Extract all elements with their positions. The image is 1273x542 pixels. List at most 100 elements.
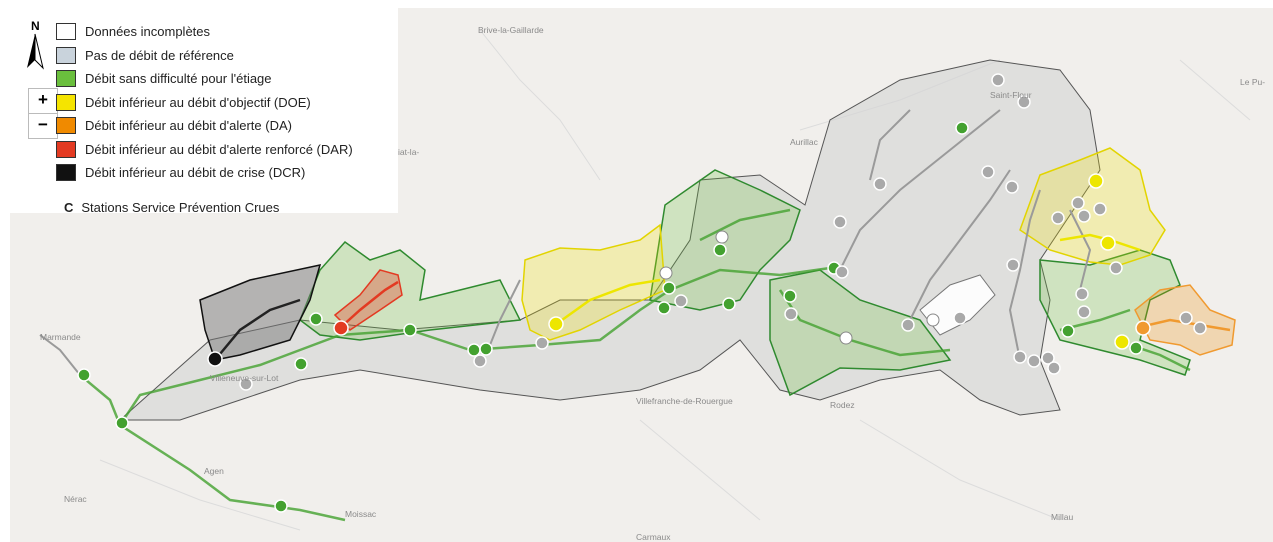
- station-no-reference[interactable]: [1047, 361, 1061, 375]
- station-dcr[interactable]: [207, 351, 223, 367]
- basin-ok-east[interactable]: [769, 269, 952, 397]
- place-label: Saint-Flour: [990, 90, 1032, 100]
- legend-item: Pas de débit de référence: [56, 44, 353, 68]
- legend-swatch: [56, 93, 76, 111]
- station-ok[interactable]: [274, 499, 288, 513]
- place-label: Rodez: [830, 400, 855, 410]
- place-label: Le Pu-: [1240, 77, 1265, 87]
- station-ok[interactable]: [115, 416, 129, 430]
- map-canvas[interactable]: Brive-la-Gaillarde Aurillac Saint-Flour …: [10, 8, 1273, 542]
- place-label: Agen: [204, 466, 224, 476]
- station-no-reference[interactable]: [1051, 211, 1065, 225]
- station-no-reference[interactable]: [784, 307, 798, 321]
- station-no-reference[interactable]: [1013, 350, 1027, 364]
- station-incomplete[interactable]: [715, 230, 729, 244]
- station-no-reference[interactable]: [239, 377, 253, 391]
- legend-label: Données incomplètes: [85, 24, 211, 40]
- legend-item: Débit inférieur au débit d'alerte renfor…: [56, 138, 353, 162]
- station-no-reference[interactable]: [674, 294, 688, 308]
- station-doe[interactable]: [548, 316, 564, 332]
- station-no-reference[interactable]: [873, 177, 887, 191]
- legend-label: Débit inférieur au débit d'alerte (DA): [85, 118, 292, 134]
- station-no-reference[interactable]: [1093, 202, 1107, 216]
- station-no-reference[interactable]: [1006, 258, 1020, 272]
- place-label: Aurillac: [790, 137, 819, 147]
- station-ok[interactable]: [662, 281, 676, 295]
- station-doe[interactable]: [1100, 235, 1116, 251]
- station-no-reference[interactable]: [981, 165, 995, 179]
- station-dar[interactable]: [333, 320, 349, 336]
- legend-item: Débit sans difficulté pour l'étiage: [56, 67, 353, 91]
- station-no-reference[interactable]: [1193, 321, 1207, 335]
- station-incomplete[interactable]: [659, 266, 673, 280]
- north-arrow-icon: N: [27, 19, 44, 70]
- station-no-reference[interactable]: [1077, 209, 1091, 223]
- station-doe[interactable]: [1088, 173, 1104, 189]
- place-label: Nérac: [64, 494, 87, 504]
- station-no-reference[interactable]: [1075, 287, 1089, 301]
- station-ok[interactable]: [657, 301, 671, 315]
- station-ok[interactable]: [1129, 341, 1143, 355]
- station-no-reference[interactable]: [991, 73, 1005, 87]
- stations: [77, 73, 1207, 513]
- basin-ok-far-east[interactable]: [1039, 249, 1191, 376]
- station-no-reference[interactable]: [1077, 305, 1091, 319]
- station-no-reference[interactable]: [1071, 196, 1085, 210]
- station-ok[interactable]: [294, 357, 308, 371]
- station-no-reference[interactable]: [473, 354, 487, 368]
- station-no-reference[interactable]: [1017, 95, 1031, 109]
- zoom-in-button[interactable]: +: [28, 88, 58, 114]
- basin-doe-center[interactable]: [521, 223, 666, 341]
- place-label: Carmaux: [636, 532, 671, 542]
- black-river: [214, 298, 301, 361]
- station-no-reference[interactable]: [535, 336, 549, 350]
- legend-swatch: [56, 140, 76, 158]
- station-no-reference[interactable]: [1005, 180, 1019, 194]
- legend-label: Pas de débit de référence: [85, 47, 234, 63]
- place-label: Villeneuve-sur-Lot: [210, 373, 279, 383]
- station-ok[interactable]: [783, 289, 797, 303]
- station-ok[interactable]: [713, 243, 727, 257]
- station-no-reference[interactable]: [953, 311, 967, 325]
- station-no-reference[interactable]: [901, 318, 915, 332]
- place-label: Marmande: [40, 332, 81, 342]
- place-labels: Brive-la-Gaillarde Aurillac Saint-Flour …: [40, 25, 1265, 542]
- red-river: [339, 280, 399, 329]
- station-ok[interactable]: [1061, 324, 1075, 338]
- station-incomplete[interactable]: [839, 331, 853, 345]
- place-label: Millau: [1051, 512, 1073, 522]
- station-doe[interactable]: [1114, 334, 1130, 350]
- legend-swatch: [56, 23, 76, 41]
- basin-doe-east[interactable]: [1019, 147, 1166, 266]
- legend-swatch: [56, 46, 76, 64]
- station-ok[interactable]: [467, 343, 481, 357]
- station-ok[interactable]: [479, 342, 493, 356]
- legend-label: Débit inférieur au débit d'alerte renfor…: [85, 141, 353, 157]
- station-ok[interactable]: [403, 323, 417, 337]
- station-ok[interactable]: [722, 297, 736, 311]
- station-incomplete[interactable]: [926, 313, 940, 327]
- station-no-reference[interactable]: [833, 215, 847, 229]
- station-ok[interactable]: [955, 121, 969, 135]
- station-no-reference[interactable]: [1041, 351, 1055, 365]
- legend-swatch: [56, 117, 76, 135]
- station-ok[interactable]: [309, 312, 323, 326]
- station-da[interactable]: [1135, 320, 1151, 336]
- legend-swatch: [56, 164, 76, 182]
- basin-dcr[interactable]: [199, 264, 322, 361]
- top-cropped-title: [0, 0, 1273, 8]
- station-no-reference[interactable]: [1179, 311, 1193, 325]
- zoom-out-button[interactable]: −: [28, 113, 58, 139]
- place-label: Brive-la-Gaillarde: [478, 25, 544, 35]
- station-no-reference[interactable]: [1027, 354, 1041, 368]
- station-ok[interactable]: [77, 368, 91, 382]
- legend-item: Données incomplètes: [56, 20, 353, 44]
- legend-swatch: [56, 70, 76, 88]
- place-label: iat-la-: [398, 147, 419, 157]
- station-no-reference[interactable]: [1109, 261, 1123, 275]
- station-no-reference[interactable]: [835, 265, 849, 279]
- yellow-river-east: [1059, 233, 1141, 252]
- basin-no-reference[interactable]: [118, 59, 1101, 421]
- basin-dar[interactable]: [333, 269, 403, 331]
- grey-rivers: [39, 109, 1092, 376]
